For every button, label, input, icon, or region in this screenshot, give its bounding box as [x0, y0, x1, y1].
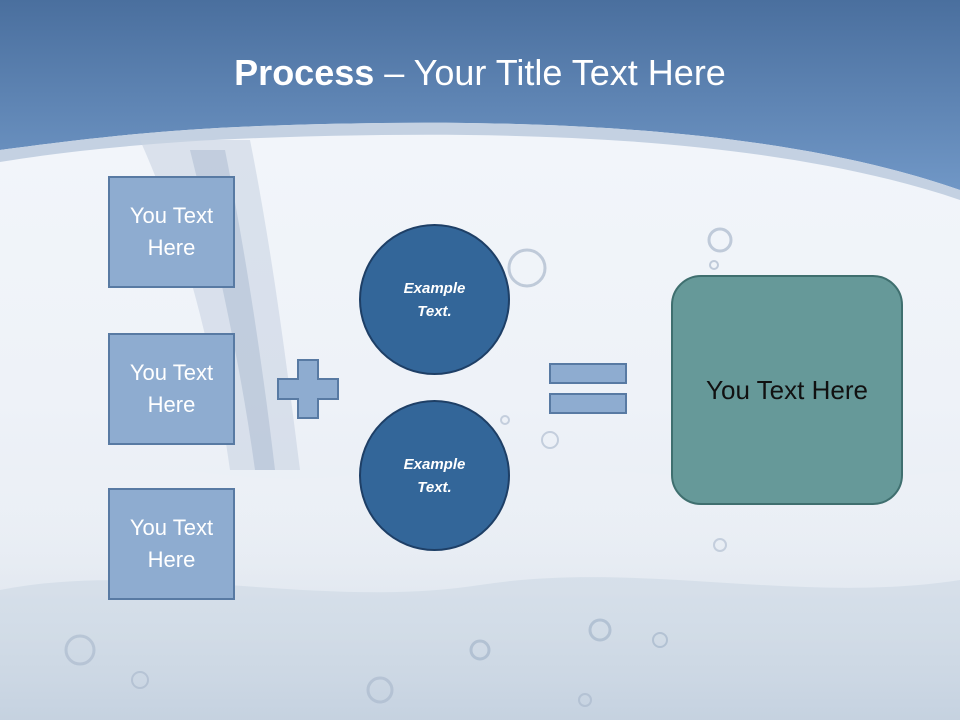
circle-label: Example Text. — [403, 455, 466, 496]
example-circle-1[interactable]: Example Text. — [359, 224, 510, 375]
title-bold: Process — [234, 52, 375, 93]
plus-icon — [277, 359, 339, 419]
equals-bar-bottom — [549, 393, 627, 414]
equals-bar-top — [549, 363, 627, 384]
text-box-label: You Text Here — [129, 360, 214, 417]
text-box-label: You Text Here — [129, 515, 214, 572]
circle-label: Example Text. — [403, 279, 466, 320]
slide-title: Process – Your Title Text Here — [0, 52, 960, 94]
result-label: You Text Here — [706, 374, 868, 405]
title-rest: – Your Title Text Here — [374, 52, 726, 93]
text-box-label: You Text Here — [129, 203, 214, 260]
text-box-2[interactable]: You Text Here — [108, 333, 235, 445]
example-circle-2[interactable]: Example Text. — [359, 400, 510, 551]
text-box-1[interactable]: You Text Here — [108, 176, 235, 288]
text-box-3[interactable]: You Text Here — [108, 488, 235, 600]
result-box[interactable]: You Text Here — [671, 275, 903, 505]
